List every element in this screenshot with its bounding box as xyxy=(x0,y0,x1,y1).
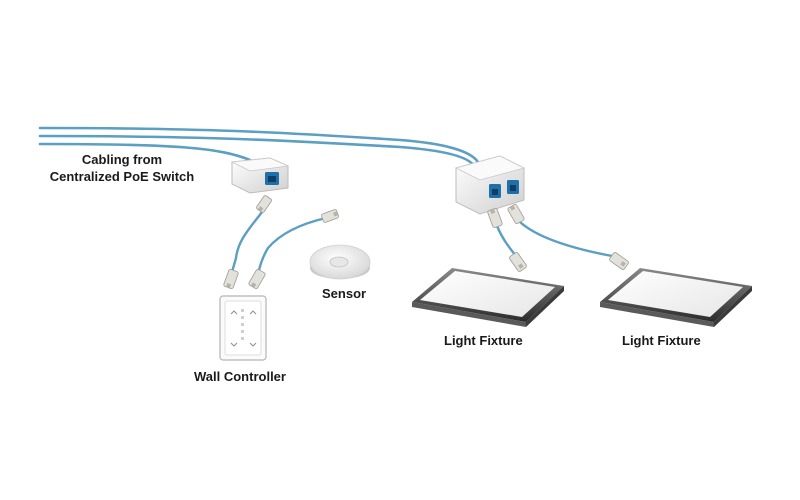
trunk-cables xyxy=(38,126,480,168)
cable xyxy=(495,224,518,258)
rj45-connector-icon xyxy=(256,195,272,213)
junction-box-icon xyxy=(230,157,290,194)
cable xyxy=(256,216,328,276)
sensor-label: Sensor xyxy=(322,286,367,301)
dual-port-junction-icon xyxy=(454,155,526,215)
wall-controller-label: Wall Controller xyxy=(194,369,286,384)
rj45-connector-icon xyxy=(223,268,239,290)
drop-cables xyxy=(230,210,614,276)
cabling-label-line1: Cabling from xyxy=(81,152,163,167)
rj45-connector-icon xyxy=(321,209,339,223)
rj45-connector-icon xyxy=(509,252,527,272)
cable xyxy=(38,142,252,162)
flat-panel-light-icon xyxy=(412,268,564,327)
rj45-connector-icon xyxy=(507,204,525,224)
cable xyxy=(38,126,480,164)
rj45-connector-icon xyxy=(248,269,266,289)
cabling-label-line2: Centralized PoE Switch xyxy=(49,169,195,184)
rj45-connectors xyxy=(223,195,629,290)
cable xyxy=(230,210,264,276)
light-fixture-1-label: Light Fixture xyxy=(444,333,523,348)
rj45-connector-icon xyxy=(487,207,503,229)
wall-controller-icon xyxy=(219,295,267,361)
rj45-connector-icon xyxy=(609,252,629,270)
cable xyxy=(518,220,614,258)
ceiling-sensor-icon xyxy=(309,244,371,280)
light-fixture-2-label: Light Fixture xyxy=(622,333,701,348)
cabling-label: Cabling from Centralized PoE Switch xyxy=(42,152,202,184)
flat-panel-light-icon xyxy=(600,268,752,327)
cable xyxy=(38,134,476,168)
